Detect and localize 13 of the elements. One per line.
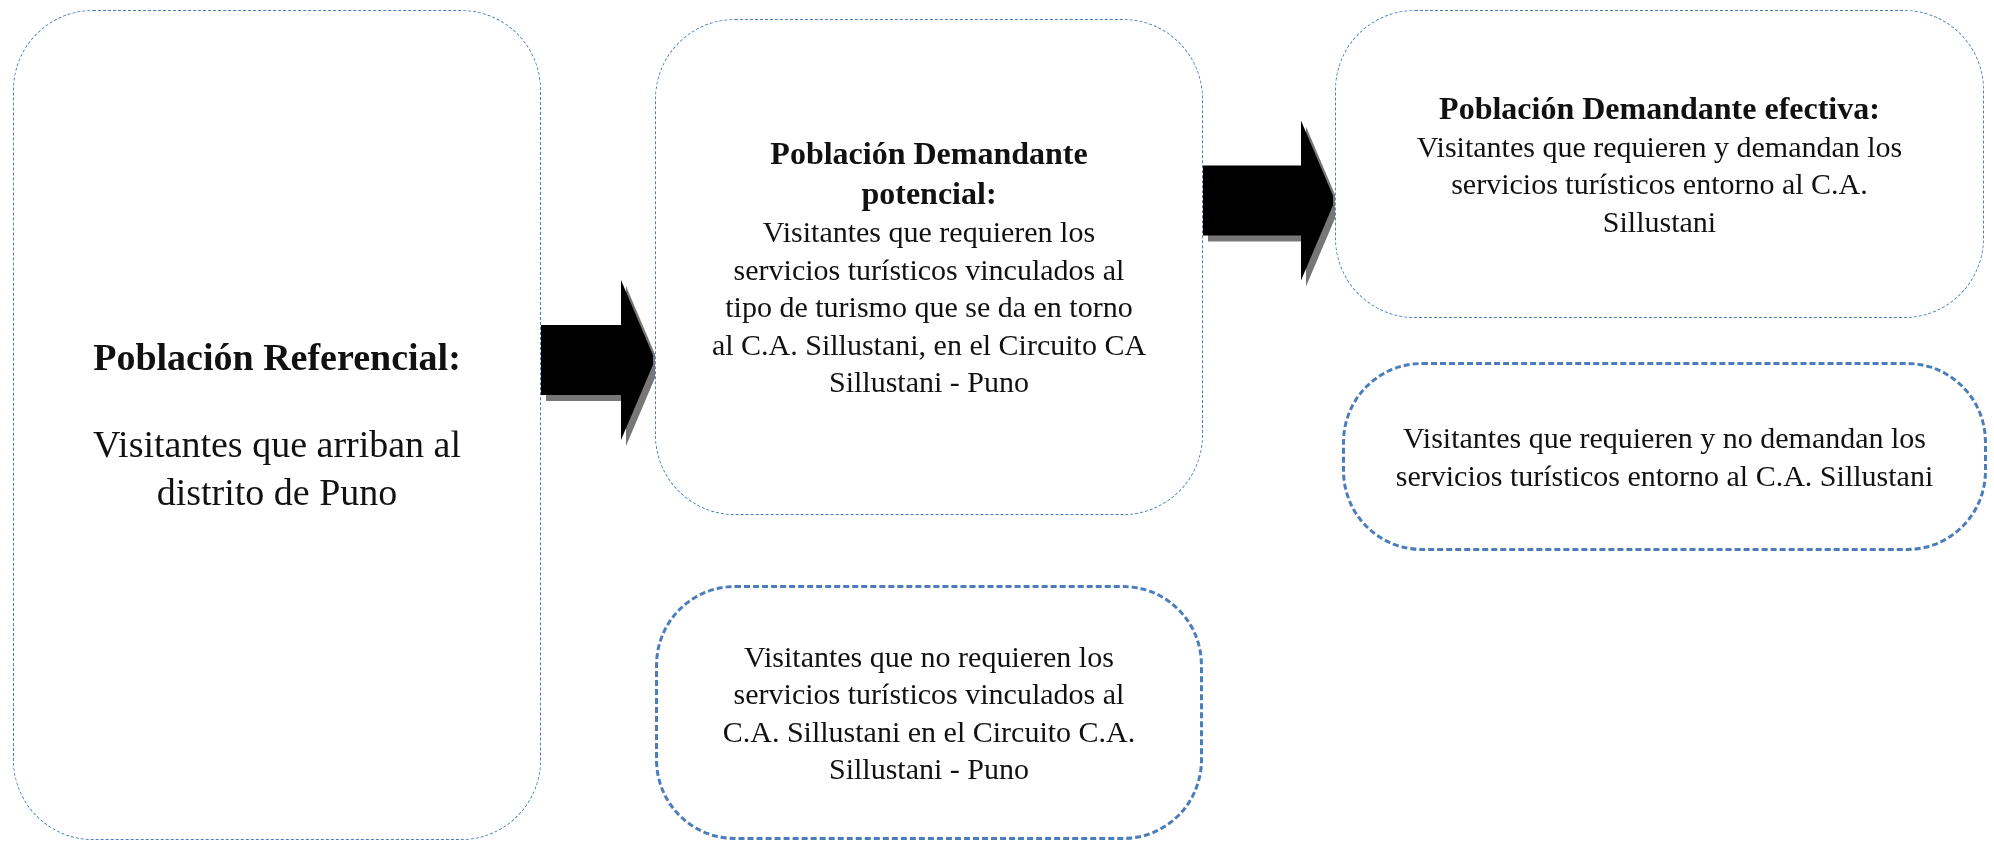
box-heading: Población Referencial: — [93, 334, 461, 380]
block-arrow — [1203, 120, 1335, 281]
rounded-box — [1335, 10, 1984, 318]
box-text: Visitantes que arriban al distrito de Puno — [91, 422, 463, 515]
box-heading: Población Demandante potencial: — [769, 134, 1089, 214]
box-text: Visitantes que requieren y no demandan los servicios turísticos entorno al C.A. Sillustani — [1394, 420, 1935, 494]
box-text: Visitantes que no requieren los servicios turísticos vinculados al C.A. Sillustani en el Circuito C.A. Sillustani - Puno — [721, 638, 1137, 787]
box-heading: Población Demandante efectiva: — [1439, 88, 1880, 128]
box-text: Visitantes que requieren los servicios turísticos vinculados al tipo de turismo que se da en torno al C.A. Sillustani, en el Circuito CA Sillustani - Puno — [711, 214, 1147, 401]
block-arrow — [541, 280, 655, 440]
rounded-box — [13, 10, 541, 840]
box-text: Visitantes que requieren y demandan los servicios turísticos entorno al C.A. Sillustani — [1415, 128, 1904, 240]
rounded-box — [655, 19, 1203, 515]
